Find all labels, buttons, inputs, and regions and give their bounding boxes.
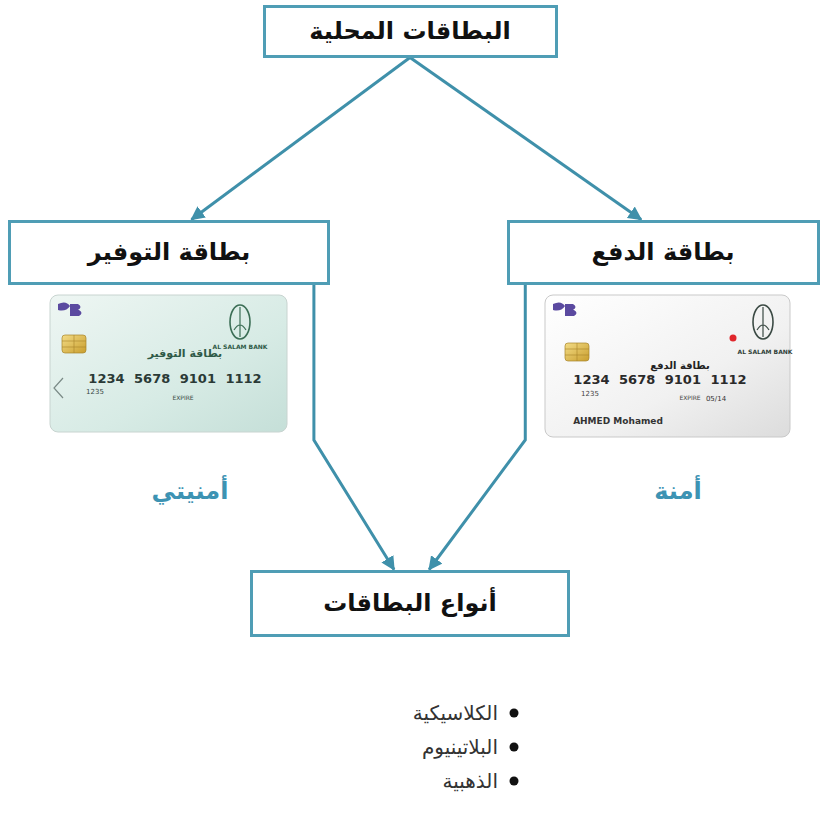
list-item: البلاتينيوم: [422, 736, 498, 759]
process-box: بطاقة التوفير: [8, 220, 330, 285]
list-item: الكلاسيكية: [413, 702, 498, 725]
box-title: أنواع البطاقات: [323, 589, 497, 617]
card-text: 05/14: [706, 395, 726, 403]
box-title: البطاقات المحلية: [309, 17, 510, 45]
card-text: EXPIRE: [172, 395, 193, 402]
flow-arrow: [314, 285, 394, 570]
card-text: بطاقة التوفير: [148, 348, 223, 361]
list-item: الذهبية: [443, 770, 499, 793]
card-name: أمنة: [654, 478, 701, 506]
flow-arrow: [410, 58, 641, 220]
savings-card: [50, 295, 287, 432]
process-box: بطاقة الدفع: [507, 220, 820, 285]
card-name: أمنيتي: [152, 478, 229, 506]
process-box: البطاقات المحلية: [263, 5, 558, 58]
card-text: EXPIRE: [679, 395, 700, 402]
card-holder: AHMED Mohamed: [573, 416, 663, 426]
process-box: أنواع البطاقات: [250, 570, 570, 637]
card-text: بطاقة الدفع: [650, 360, 710, 372]
flow-arrow: [429, 285, 525, 570]
card-number: 1234 5678 9101 1112: [88, 372, 261, 387]
card-number: 1234 5678 9101 1112: [573, 373, 746, 388]
card-text: AL SALAM BANK: [738, 349, 793, 356]
box-title: بطاقة الدفع: [591, 238, 734, 266]
box-title: بطاقة التوفير: [88, 238, 251, 266]
card-text: 1235: [86, 388, 104, 396]
flow-arrow: [192, 58, 410, 220]
list-bullets: [510, 709, 519, 786]
payment-card: [545, 295, 790, 437]
card-text: 1235: [581, 390, 599, 398]
